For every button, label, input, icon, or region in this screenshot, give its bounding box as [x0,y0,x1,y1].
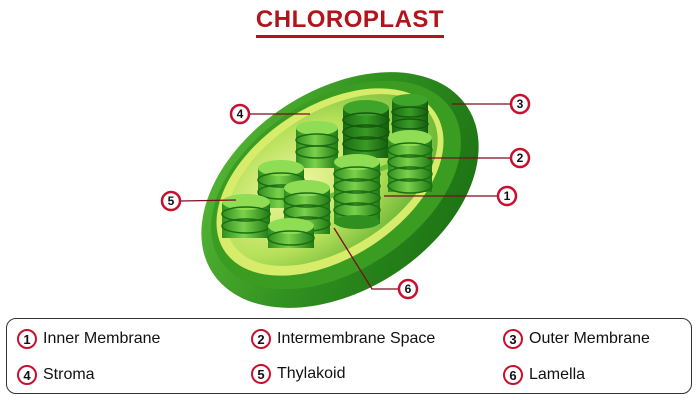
legend-item-lamella: 6 Lamella [503,365,585,385]
callout-3: 3 [509,93,531,115]
legend-number: 5 [251,364,271,384]
legend-item-outer-membrane: 3 Outer Membrane [503,329,650,349]
svg-text:6: 6 [405,282,412,296]
chloroplast-diagram: 4 3 2 1 5 6 [160,72,531,308]
legend-item-inner-membrane: 1 Inner Membrane [17,329,160,349]
legend-number: 3 [503,329,523,349]
svg-text:5: 5 [168,194,175,208]
legend-number: 6 [503,365,523,385]
legend-label: Stroma [43,366,95,383]
granum-center-tall [333,154,381,229]
legend-label: Lamella [529,366,586,383]
leader-line-6 [333,227,398,290]
legend-box: 1 Inner Membrane 2 Intermembrane Space 3… [6,318,692,394]
legend-label: Intermembrane Space [277,330,436,347]
callout-4: 4 [229,103,251,125]
granum-bottom [267,218,315,248]
granum-left [221,194,271,238]
legend-item-stroma: 4 Stroma [17,365,95,385]
diagram-title-text: CHLOROPLAST [255,7,445,38]
granum-back-1 [342,100,390,158]
legend-label: Outer Membrane [529,330,650,347]
svg-text:1: 1 [504,189,511,203]
legend-item-intermembrane-space: 2 Intermembrane Space [251,329,435,349]
legend-label: Inner Membrane [43,330,161,347]
leader-lines [180,103,510,290]
legend-item-thylakoid: 5 Thylakoid [251,364,345,384]
legend-number: 1 [17,329,37,349]
callout-5: 5 [160,190,182,212]
svg-text:4: 4 [237,107,244,121]
leader-line-5 [180,199,237,202]
diagram-title: CHLOROPLAST [0,6,700,38]
svg-text:3: 3 [517,97,524,111]
grana-stacks [221,94,433,248]
svg-text:2: 2 [517,151,524,165]
legend-number: 4 [17,365,37,385]
callout-1: 1 [496,185,518,207]
callout-2: 2 [509,147,531,169]
granum-center-top [295,121,339,168]
callout-6: 6 [397,278,419,300]
legend-label: Thylakoid [277,365,346,382]
granum-right [387,130,433,194]
legend-number: 2 [251,329,271,349]
